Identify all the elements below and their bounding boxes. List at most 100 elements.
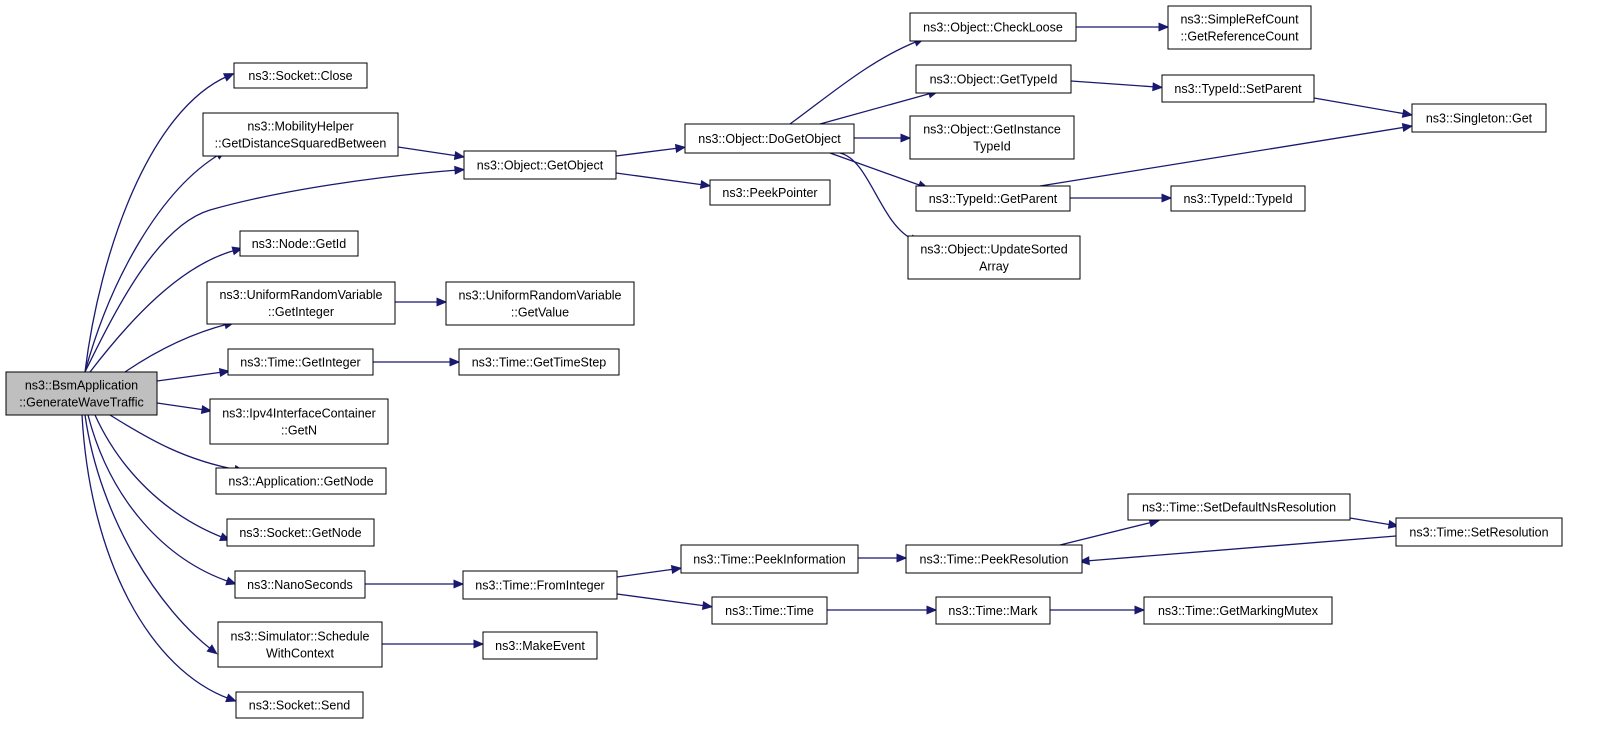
node-singletonGet[interactable]: ns3::Singleton::Get <box>1411 103 1547 133</box>
node-nodeGetId[interactable]: ns3::Node::GetId <box>239 230 359 257</box>
edge-line <box>1070 80 1157 88</box>
node-label: ns3::MakeEvent <box>495 639 585 653</box>
node-appGetNode[interactable]: ns3::Application::GetNode <box>215 467 387 495</box>
node-label: ns3::Application::GetNode <box>228 475 373 489</box>
node-box <box>1167 5 1312 50</box>
arrowhead-icon <box>674 143 687 153</box>
node-box <box>680 544 859 574</box>
arrowhead-icon <box>449 357 461 367</box>
edge-line <box>1085 535 1397 562</box>
edge-objGetTypeId-to-tidSetParent <box>1070 80 1164 92</box>
arrowhead-icon <box>453 579 465 589</box>
edge-nanoSec-to-timeFromInt <box>365 579 465 589</box>
edge-objDoGet-to-objCheckLoose <box>789 38 925 125</box>
node-label: ns3::Ipv4InterfaceContainer <box>222 407 376 421</box>
node-sockClose[interactable]: ns3::Socket::Close <box>233 62 368 89</box>
edge-timeSetDef-to-timeSetRes <box>1349 517 1400 529</box>
node-box <box>915 185 1071 212</box>
node-label: ns3::Socket::Send <box>249 699 351 713</box>
node-timeMark[interactable]: ns3::Time::Mark <box>935 596 1051 625</box>
arrowhead-icon <box>454 165 466 175</box>
node-ipv4GetN[interactable]: ns3::Ipv4InterfaceContainer::GetN <box>209 398 389 445</box>
edge-timeTime-to-timeMark <box>827 605 938 615</box>
node-urvGetInt[interactable]: ns3::UniformRandomVariable::GetInteger <box>206 281 396 325</box>
node-timeGetMutex[interactable]: ns3::Time::GetMarkingMutex <box>1143 596 1333 625</box>
node-label: ns3::Simulator::Schedule <box>231 630 370 644</box>
node-box <box>482 631 598 660</box>
node-objGetObj[interactable]: ns3::Object::GetObject <box>463 150 617 180</box>
arrowhead-icon <box>1078 556 1090 566</box>
node-label: ns3::Time::Time <box>725 604 814 618</box>
edge-bsm-to-nodeGetId <box>89 246 244 373</box>
node-box <box>1161 74 1315 103</box>
edge-urvGetInt-to-urvGetVal <box>395 297 448 307</box>
node-box <box>1170 185 1306 212</box>
arrowhead-icon <box>200 404 213 415</box>
edge-line <box>81 414 231 700</box>
edge-bsm-to-timeGetInt <box>156 367 231 382</box>
node-label: ns3::Object::GetInstance <box>923 123 1061 137</box>
node-label: ::GetInteger <box>268 305 334 319</box>
node-label: ns3::Socket::GetNode <box>239 526 361 540</box>
node-tidGetParent[interactable]: ns3::TypeId::GetParent <box>915 185 1071 212</box>
node-nanoSec[interactable]: ns3::NanoSeconds <box>234 570 366 599</box>
edge-timePeekInfo-to-timePeekRes <box>858 553 908 563</box>
node-box <box>458 348 620 376</box>
edge-bsm-to-simSched <box>84 414 218 655</box>
node-label: Array <box>979 260 1010 274</box>
node-peekPtr[interactable]: ns3::PeekPointer <box>709 179 831 206</box>
edge-line <box>397 146 459 157</box>
node-label: ::GetDistanceSquaredBetween <box>215 137 387 151</box>
node-label: ns3::Time::GetMarkingMutex <box>1158 604 1319 618</box>
edge-line <box>84 169 459 373</box>
node-objGetTypeId[interactable]: ns3::Object::GetTypeId <box>915 64 1072 94</box>
node-timePeekRes[interactable]: ns3::Time::PeekResolution <box>905 544 1083 574</box>
node-tidTypeId[interactable]: ns3::TypeId::TypeId <box>1170 185 1306 212</box>
arrowhead-icon <box>222 73 235 82</box>
node-label: ns3::BsmApplication <box>25 379 138 393</box>
node-sockGetNode[interactable]: ns3::Socket::GetNode <box>226 518 375 547</box>
edge-timeGetInt-to-timeGetStep <box>373 357 461 367</box>
edge-tidGetParent-to-tidTypeId <box>1070 193 1173 203</box>
node-timeSetDef[interactable]: ns3::Time::SetDefaultNsResolution <box>1127 493 1351 521</box>
arrowhead-icon <box>231 246 244 256</box>
node-timeGetInt[interactable]: ns3::Time::GetInteger <box>227 348 374 376</box>
node-tidSetParent[interactable]: ns3::TypeId::SetParent <box>1161 74 1315 103</box>
edge-objDoGet-to-objGetInstTid <box>854 133 912 143</box>
edge-line <box>829 152 923 187</box>
edge-line <box>839 152 915 241</box>
node-label: ns3::Time::PeekResolution <box>920 553 1069 567</box>
node-makeEvent[interactable]: ns3::MakeEvent <box>482 631 598 660</box>
node-timeFromInt[interactable]: ns3::Time::FromInteger <box>462 570 618 600</box>
node-sockSend[interactable]: ns3::Socket::Send <box>235 691 364 719</box>
edge-timeMark-to-timeGetMutex <box>1050 605 1146 615</box>
node-box <box>909 12 1077 42</box>
edge-timeSetRes-to-timePeekRes <box>1078 535 1397 566</box>
node-timeTime[interactable]: ns3::Time::Time <box>711 596 828 625</box>
node-objCheckLoose[interactable]: ns3::Object::CheckLoose <box>909 12 1077 42</box>
node-box <box>209 398 389 445</box>
node-objDoGet[interactable]: ns3::Object::DoGetObject <box>684 123 855 154</box>
node-label: ::GetN <box>281 424 317 438</box>
node-label: ::GenerateWaveTraffic <box>19 396 144 410</box>
node-label: ::GetValue <box>511 306 569 320</box>
node-urvGetVal[interactable]: ns3::UniformRandomVariable::GetValue <box>445 281 635 326</box>
arrowhead-icon <box>436 297 448 307</box>
node-timePeekInfo[interactable]: ns3::Time::PeekInformation <box>680 544 859 574</box>
node-timeGetStep[interactable]: ns3::Time::GetTimeStep <box>458 348 620 376</box>
node-label: ns3::PeekPointer <box>722 186 817 200</box>
node-label: ns3::Time::Mark <box>948 604 1038 618</box>
node-label: ns3::Socket::Close <box>248 69 352 83</box>
arrowhead-icon <box>473 639 485 649</box>
node-box <box>1395 517 1563 547</box>
node-bsm[interactable]: ns3::BsmApplication::GenerateWaveTraffic <box>5 371 158 416</box>
node-timeSetRes[interactable]: ns3::Time::SetResolution <box>1395 517 1563 547</box>
node-simpleRef[interactable]: ns3::SimpleRefCount::GetReferenceCount <box>1167 5 1312 50</box>
node-label: ns3::Time::GetInteger <box>240 356 360 370</box>
node-label: ns3::NanoSeconds <box>247 578 353 592</box>
node-mobDist[interactable]: ns3::MobilityHelper::GetDistanceSquaredB… <box>202 112 399 157</box>
